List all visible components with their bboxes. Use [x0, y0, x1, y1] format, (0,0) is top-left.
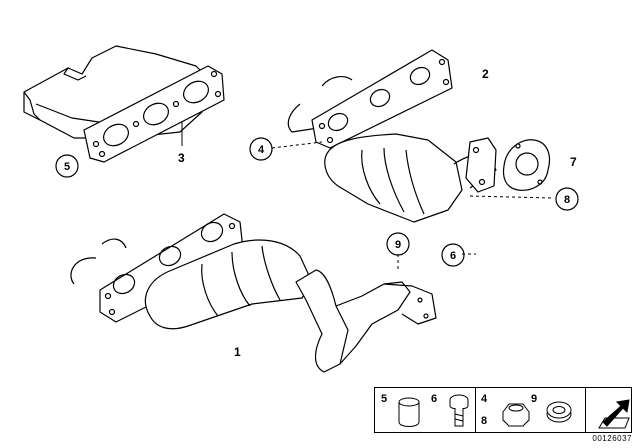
sealing-ring-icon — [546, 401, 572, 423]
callout-4: 4 — [258, 144, 265, 156]
arrow-icon — [598, 399, 630, 429]
callout-6: 6 — [450, 250, 456, 262]
label-3: 3 — [178, 151, 185, 165]
callout-5-circle — [55, 154, 79, 178]
legend-divider — [585, 388, 586, 432]
callout-9-circle — [386, 232, 410, 256]
label-7: 7 — [570, 155, 577, 169]
sleeve-icon — [398, 397, 420, 427]
lower-converter-part — [144, 239, 313, 330]
legend-num-9: 9 — [531, 393, 538, 405]
legend-divider — [475, 388, 476, 432]
callout-5: 5 — [64, 161, 70, 173]
document-id: 00126037 — [592, 434, 632, 443]
upper-converter-part — [324, 133, 497, 223]
label-1: 1 — [234, 345, 241, 359]
downpipe-part — [295, 269, 437, 373]
callout-9: 9 — [395, 239, 401, 251]
hardware-legend: 5 6 4 8 9 — [374, 387, 632, 433]
flange-gasket-part — [502, 139, 551, 191]
legend-num-8: 8 — [481, 415, 488, 427]
nut-icon — [502, 403, 530, 427]
callout-4-circle — [249, 137, 273, 161]
callout-8-circle — [555, 187, 579, 211]
label-2: 2 — [482, 67, 489, 81]
legend-num-5: 5 — [381, 393, 388, 405]
legend-icons — [398, 394, 630, 429]
bolt-icon — [449, 394, 469, 427]
upper-manifold-part — [287, 49, 453, 149]
legend-num-6: 6 — [431, 393, 438, 405]
callout-6-circle — [441, 243, 465, 267]
callout-8: 8 — [564, 194, 570, 206]
manifold-gasket-part — [83, 65, 225, 163]
legend-num-4: 4 — [481, 393, 488, 405]
